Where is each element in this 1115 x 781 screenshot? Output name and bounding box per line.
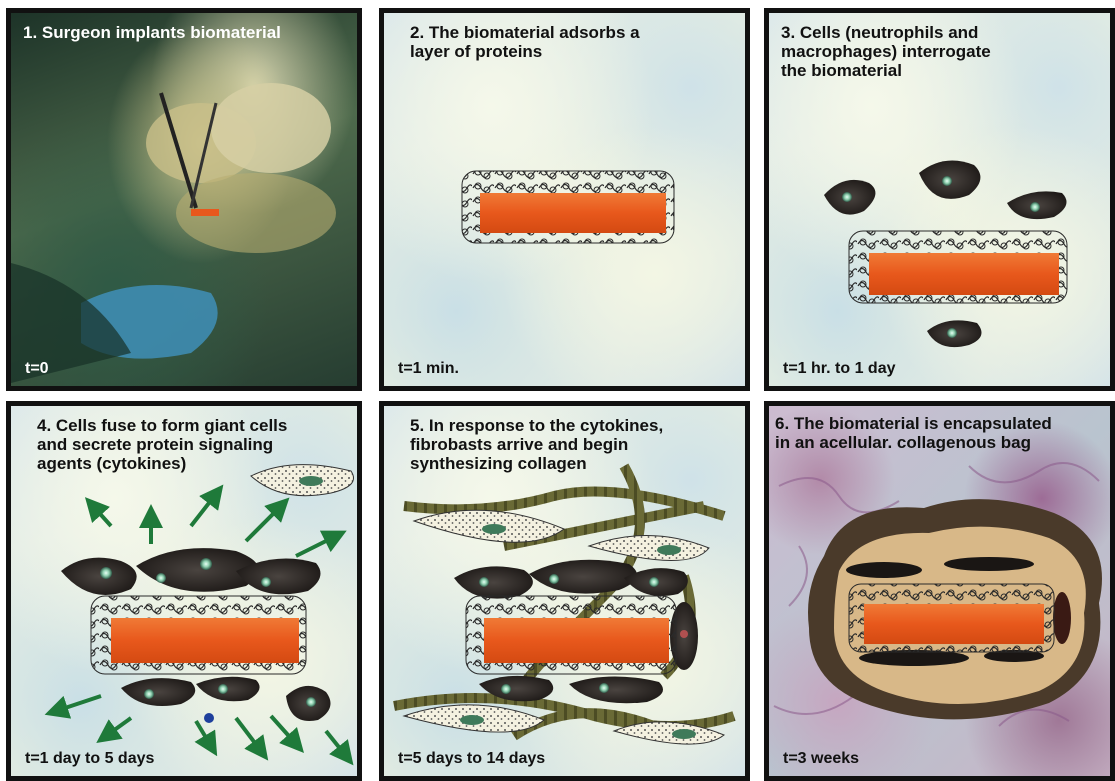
- panel-1-caption: 1. Surgeon implants biomaterial: [23, 23, 349, 42]
- implant-in-surgery: [191, 209, 219, 216]
- panel-3-cell-interrogation: 3. Cells (neutrophils and macrophages) i…: [764, 8, 1115, 391]
- surgeon-glove-right: [211, 83, 331, 173]
- panel-1-surgeon-implants: 1. Surgeon implants biomaterial t=0: [6, 8, 362, 391]
- panel-5-fibroblasts-collagen: 5. In response to the cytokines, fibroba…: [379, 401, 750, 781]
- giant-cell: [61, 558, 137, 595]
- cytokine-molecule: [204, 713, 214, 723]
- panel-5-caption: 5. In response to the cytokines, fibroba…: [410, 416, 737, 473]
- panel-5-time: t=5 days to 14 days: [398, 750, 545, 768]
- panel-2-time: t=1 min.: [398, 360, 459, 378]
- biomaterial-implant: [869, 253, 1059, 295]
- panel-6-encapsulation: 6. The biomaterial is encapsulated in an…: [764, 401, 1115, 781]
- panel-4-giant-cells-cytokines: 4. Cells fuse to form giant cells and se…: [6, 401, 362, 781]
- panel-6-caption: 6. The biomaterial is encapsulated in an…: [775, 414, 1102, 452]
- flattened-cell: [944, 557, 1034, 571]
- panel-1-time: t=0: [25, 360, 49, 378]
- panel-3-time: t=1 hr. to 1 day: [783, 360, 895, 378]
- biomaterial-implant: [480, 193, 666, 233]
- biomaterial-implant: [864, 604, 1044, 644]
- biomaterial-implant: [484, 618, 669, 663]
- flattened-cell: [1053, 592, 1071, 644]
- giant-cell: [529, 560, 637, 594]
- panel-6-time: t=3 weeks: [783, 750, 859, 768]
- surgery-photo: [11, 13, 357, 386]
- biomaterial-implant: [111, 618, 299, 663]
- panel-2-protein-adsorption: 2. The biomaterial adsorbs a layer of pr…: [379, 8, 750, 391]
- giant-cell: [569, 676, 663, 703]
- panel-4-caption: 4. Cells fuse to form giant cells and se…: [37, 416, 349, 473]
- fibroblast-cell: [589, 535, 709, 560]
- flattened-cell: [846, 562, 922, 578]
- giant-cell: [454, 566, 533, 598]
- panel-2-caption: 2. The biomaterial adsorbs a layer of pr…: [410, 23, 737, 61]
- panel-3-caption: 3. Cells (neutrophils and macrophages) i…: [781, 23, 1102, 80]
- giant-cell: [121, 678, 195, 706]
- panel-4-time: t=1 day to 5 days: [25, 750, 154, 768]
